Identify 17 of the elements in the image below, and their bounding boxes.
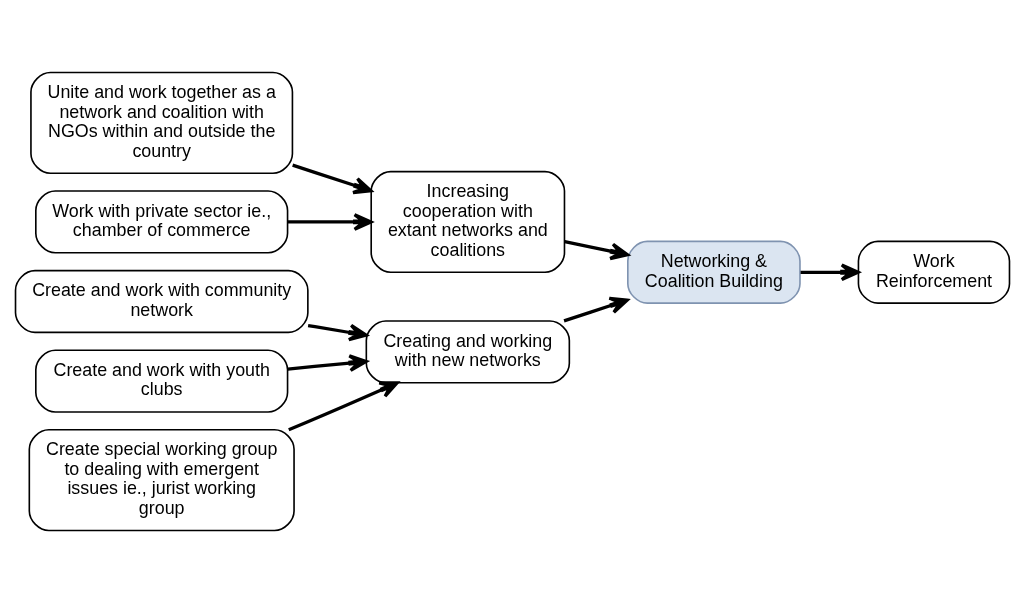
node-box: Create and work with community network <box>14 269 309 334</box>
node-box: Create special working group to dealing with emergent issues ie., jurist working group <box>28 429 295 532</box>
arrow <box>287 213 373 231</box>
arrow <box>288 381 399 432</box>
node-box: Work Reinforcement <box>857 240 1011 304</box>
node-box: Networking & Coalition Building <box>627 240 801 304</box>
arrow <box>287 354 368 372</box>
node-box: Unite and work together as a network and coalition with NGOs within and outside the country <box>30 71 294 174</box>
node-box: Increasing cooperation with extant networks and coalitions <box>370 170 566 274</box>
node-box: Creating and working with new networks <box>365 320 571 384</box>
arrow <box>564 240 630 261</box>
node-box: Work with private sector ie., chamber of commerce <box>35 190 289 254</box>
arrow <box>292 163 373 195</box>
arrow <box>307 323 368 342</box>
node-box: Create and work with youth clubs <box>35 349 289 413</box>
arrow <box>563 296 629 323</box>
arrow <box>800 263 860 282</box>
